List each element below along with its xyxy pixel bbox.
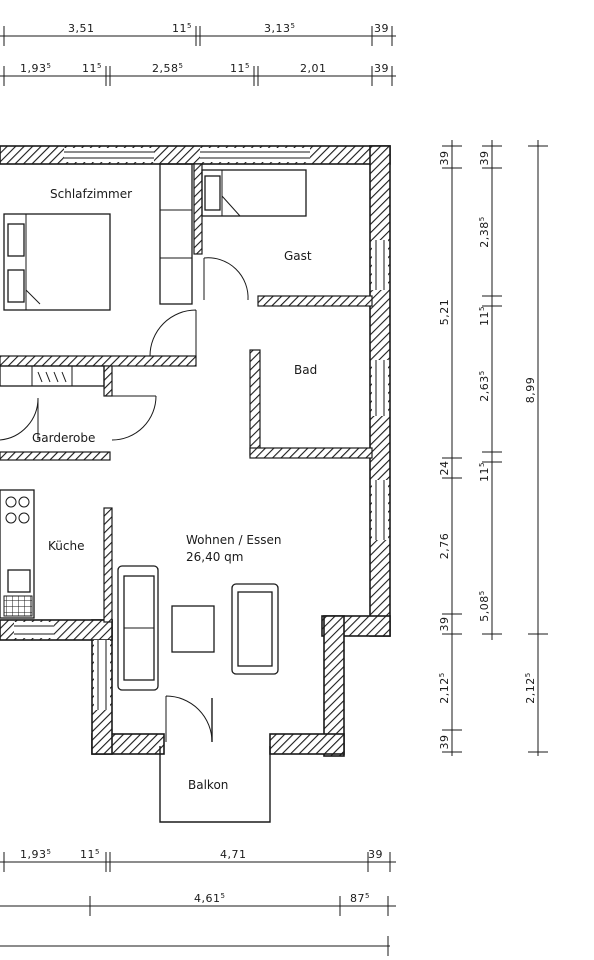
room-label-gast: Gast: [284, 249, 312, 263]
dimension-chain-bottom-3: [0, 936, 390, 956]
room-label-kueche: Küche: [48, 539, 84, 553]
dim-label: 115: [478, 462, 491, 482]
kitchen-counter: [0, 489, 35, 619]
dim-label: 39: [438, 617, 451, 632]
dim-label: 4,615: [194, 892, 225, 905]
dim-label: 3,51: [68, 22, 95, 35]
dim-label: 5,21: [438, 299, 451, 326]
dimension-chain-bottom-2: 4,615 875: [0, 892, 396, 916]
dimension-chain-right-1: 39 5,21 24 2,76 39 2,125 39: [438, 140, 462, 756]
balcony: [159, 746, 271, 823]
room-label-balkon: Balkon: [188, 778, 228, 792]
dim-label: 39: [374, 62, 389, 75]
room-label-bad: Bad: [294, 363, 317, 377]
room-label-schlafzimmer: Schlafzimmer: [50, 187, 132, 201]
dimension-chain-top-1: 3,51 115 3,135 39: [0, 22, 396, 46]
dim-label: 2,585: [152, 62, 183, 75]
dim-label: 3,135: [264, 22, 295, 35]
dim-label: 39: [438, 735, 451, 750]
dimension-chain-right-2: 39 2,385 115 2,635 115 5,085: [478, 140, 502, 640]
dim-label: 5,085: [478, 590, 491, 621]
room-label-wohnen: Wohnen / Essen: [186, 533, 281, 547]
dimension-chain-bottom-1: 1,935 115 4,71 39: [0, 848, 396, 872]
dim-label: 39: [438, 151, 451, 166]
dim-label: 1,935: [20, 62, 51, 75]
room-area-wohnen: 26,40 qm: [186, 550, 243, 564]
double-bed: [3, 213, 111, 311]
sofa-left: [117, 565, 159, 691]
dim-label: 875: [350, 892, 370, 905]
dim-label: 39: [368, 848, 383, 861]
dim-label: 24: [438, 461, 451, 476]
dim-label: 2,125: [524, 672, 537, 703]
dim-label: 39: [374, 22, 389, 35]
dimension-chain-right-3: 8,99 2,125: [524, 140, 548, 756]
guest-bed: [201, 169, 307, 217]
dim-label: 39: [478, 151, 491, 166]
sofa-right: [231, 583, 279, 675]
dim-label: 115: [478, 306, 491, 326]
coffee-table: [171, 605, 215, 653]
room-label-garderobe: Garderobe: [32, 431, 95, 445]
dimension-chain-top-2: 1,935 115 2,585 115 2,01 39: [0, 62, 396, 86]
dim-label: 8,99: [524, 377, 537, 404]
door-swings: [0, 257, 249, 743]
dim-label: 2,385: [478, 216, 491, 247]
dim-label: 115: [80, 848, 100, 861]
dim-label: 2,01: [300, 62, 327, 75]
dim-label: 115: [82, 62, 102, 75]
dim-label: 2,635: [478, 370, 491, 401]
dim-label: 115: [172, 22, 192, 35]
windows: [14, 148, 388, 710]
dim-label: 2,76: [438, 533, 451, 560]
interior-walls: [0, 163, 373, 623]
dim-label: 4,71: [220, 848, 247, 861]
wardrobe-units: [0, 163, 193, 387]
dim-label: 115: [230, 62, 250, 75]
dim-label: 1,935: [20, 848, 51, 861]
dim-label: 2,125: [438, 672, 451, 703]
